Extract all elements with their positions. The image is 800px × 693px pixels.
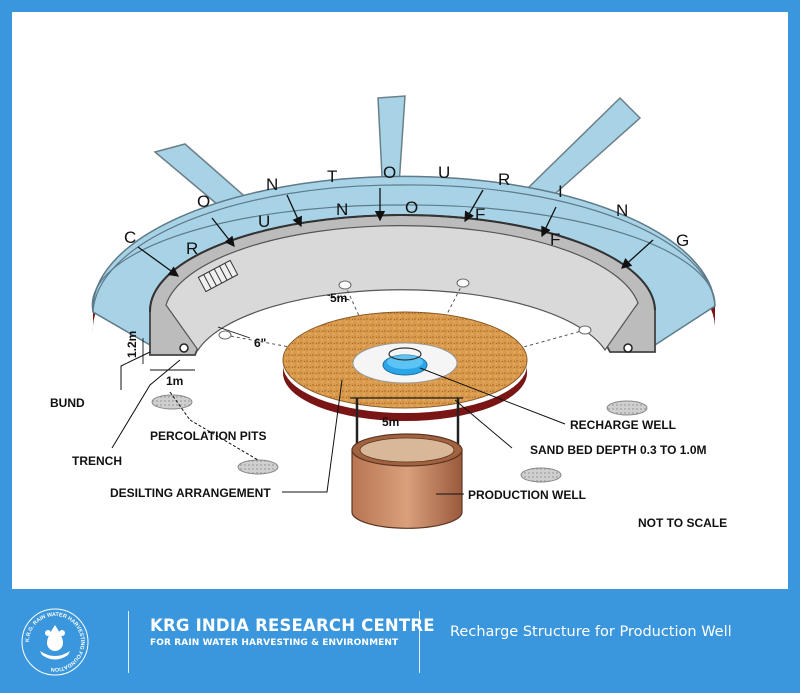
contour-letter: O [383, 163, 396, 182]
org-subtitle: FOR RAIN WATER HARVESTING & ENVIRONMENT [150, 638, 399, 648]
runoff-letter: F [550, 230, 560, 249]
label-trench: TRENCH [72, 454, 122, 468]
percolation-pits [151, 394, 648, 483]
contour-letter: N [616, 201, 628, 220]
runoff-letter: R [186, 239, 198, 258]
dim-trench-width: 1m [166, 374, 183, 388]
contour-letter: O [197, 192, 210, 211]
dim-pipe-size: 6" [254, 336, 266, 350]
dim-trench-depth: 1.2m [125, 331, 139, 358]
figure-caption: Recharge Structure for Production Well [450, 624, 732, 640]
footer: K.R.G. RAIN WATER HARVESTING FOUNDATION … [0, 589, 800, 693]
contour-letter: T [327, 167, 337, 186]
contour-letter: U [438, 163, 450, 182]
dim-radius: 5m [330, 291, 347, 305]
footer-divider [128, 611, 129, 673]
runoff-letter: N [336, 200, 348, 219]
contour-letter: N [266, 175, 278, 194]
contour-letter: G [676, 231, 689, 250]
desilting-grate [197, 259, 239, 293]
contour-letter: C [124, 228, 136, 247]
dim-well-distance: 5m [382, 415, 399, 429]
footer-divider [419, 611, 420, 673]
runoff-letter: F [475, 205, 485, 224]
runoff-letter: O [405, 198, 418, 217]
radial-pipes [224, 282, 586, 349]
org-name: KRG INDIA RESEARCH CENTRE [150, 616, 435, 635]
flow-arrows [137, 188, 654, 277]
production-well [350, 397, 463, 529]
label-bund: BUND [50, 396, 85, 410]
label-not-to-scale: NOT TO SCALE [638, 516, 727, 530]
contour-letter: R [498, 170, 510, 189]
contour-letter: I [558, 182, 563, 201]
label-sand-bed: SAND BED DEPTH 0.3 TO 1.0M [530, 443, 706, 457]
label-percolation-pits: PERCOLATION PITS [150, 429, 266, 443]
recharge-structure-diagram: C O N T O U R I N G R U N O F F 1.2m 1m … [50, 95, 727, 530]
label-recharge-well: RECHARGE WELL [570, 418, 676, 432]
leader-lines [111, 351, 566, 495]
recharge-well [382, 347, 428, 376]
runoff-letter: U [258, 212, 270, 231]
diagram-frame: C O N T O U R I N G R U N O F F 1.2m 1m … [12, 12, 788, 589]
label-production-well: PRODUCTION WELL [468, 488, 586, 502]
foundation-logo: K.R.G. RAIN WATER HARVESTING FOUNDATION [21, 608, 89, 676]
dimension-marks [142, 294, 351, 371]
label-desilting: DESILTING ARRANGEMENT [110, 486, 271, 500]
